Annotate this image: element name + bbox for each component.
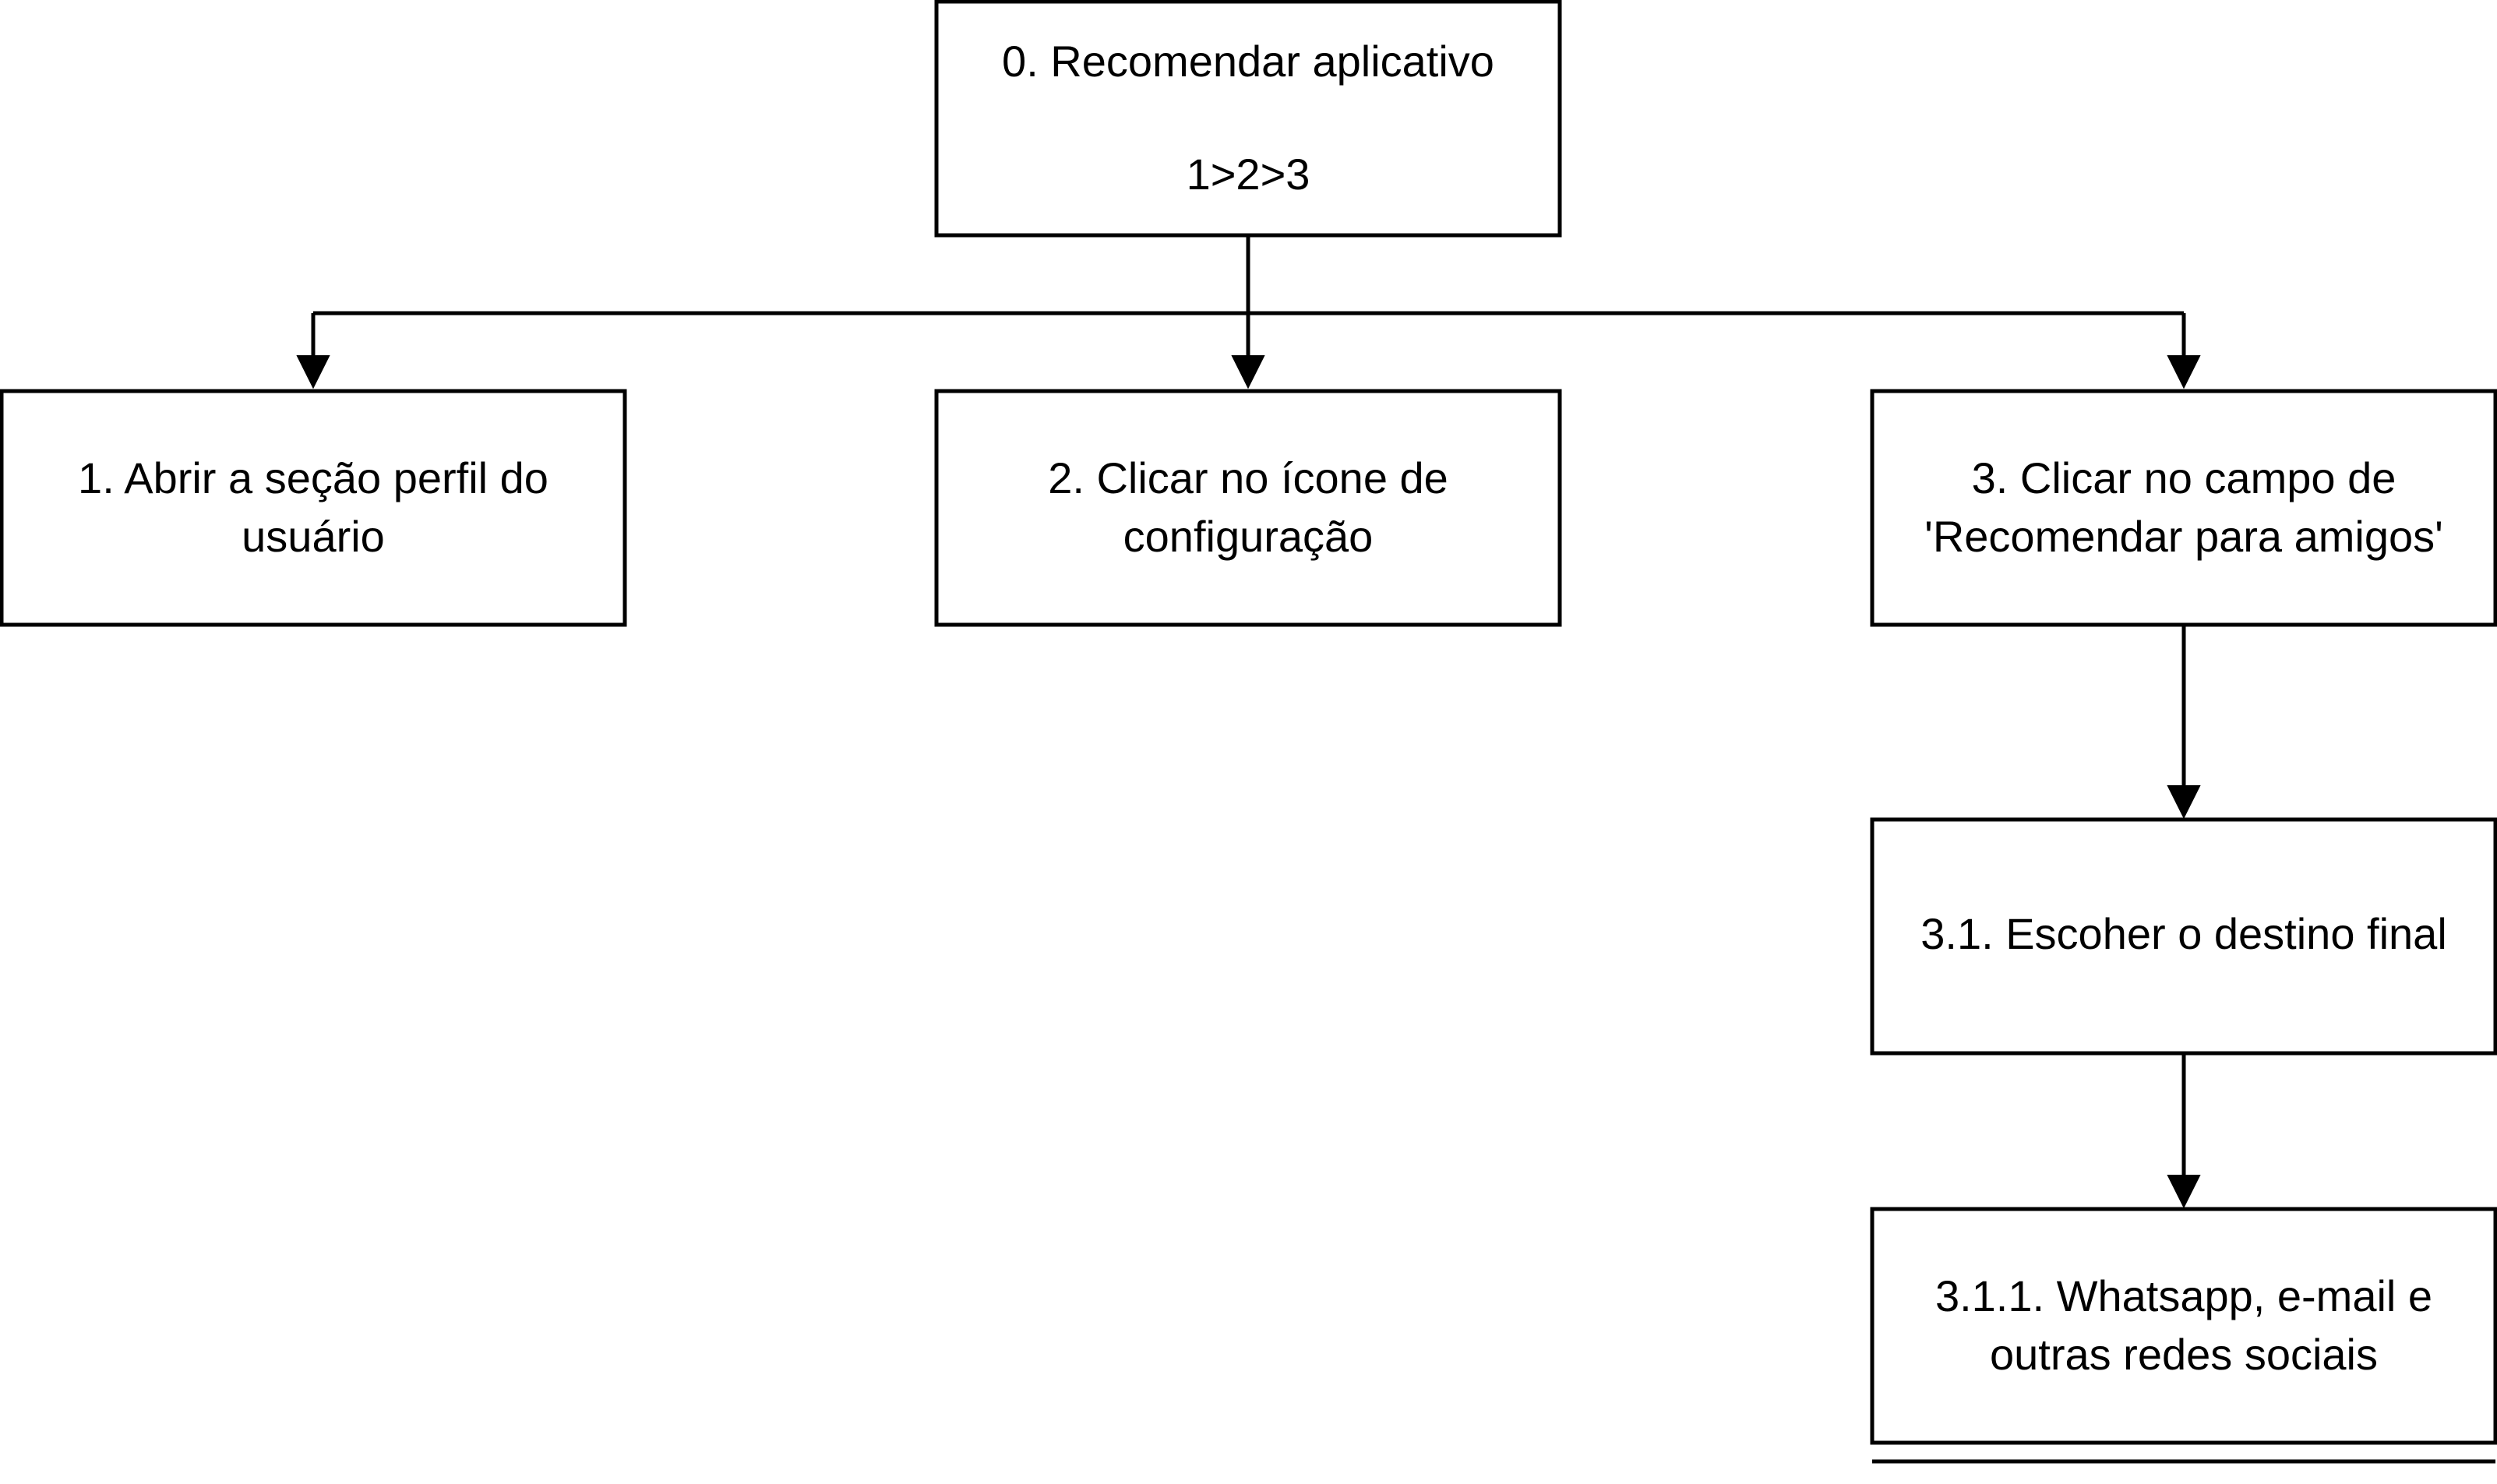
node-root-box [934,0,1562,238]
node-root-sequence: 1>2>3 [1187,150,1310,199]
node-step-3-1-1-box [1870,1207,2497,1445]
node-step-2-box [934,389,1562,627]
arrowhead-step3-1-1 [2167,1175,2201,1209]
node-root-title: 0. Recomendar aplicativo [1002,37,1494,86]
node-step-1: 1. Abrir a seção perfil do usuário [0,389,627,627]
node-root: 0. Recomendar aplicativo 1>2>3 [934,0,1562,238]
node-step-3-1-1-label-line2: outras redes sociais [1990,1330,2378,1379]
node-step-3-1-1-label-line1: 3.1.1. Whatsapp, e-mail e [1935,1271,2432,1320]
node-step-3-label-line2: 'Recomendar para amigos' [1924,512,2443,561]
node-step-1-label-line1: 1. Abrir a seção perfil do [78,453,548,502]
arrowhead-step1 [296,355,330,390]
arrowhead-step2 [1231,355,1265,390]
node-step-1-box [0,389,627,627]
arrowhead-step3 [2167,355,2201,390]
node-step-3-1-1: 3.1.1. Whatsapp, e-mail e outras redes s… [1870,1207,2497,1464]
connectors [296,235,2201,1209]
node-step-1-label-line2: usuário [242,512,385,561]
node-step-2: 2. Clicar no ícone de configuração [934,389,1562,627]
node-step-3-1-box [1870,817,2497,1056]
arrowhead-step3-1 [2167,785,2201,820]
node-step-2-label-line1: 2. Clicar no ícone de [1048,453,1448,502]
node-step-3: 3. Clicar no campo de 'Recomendar para a… [1870,389,2497,627]
node-step-3-1: 3.1. Escoher o destino final [1870,817,2497,1056]
node-step-3-box [1870,389,2497,627]
node-step-3-label-line1: 3. Clicar no campo de [1972,453,2396,502]
node-step-2-label-line2: configuração [1123,512,1374,561]
node-step-3-1-label: 3.1. Escoher o destino final [1920,909,2447,958]
